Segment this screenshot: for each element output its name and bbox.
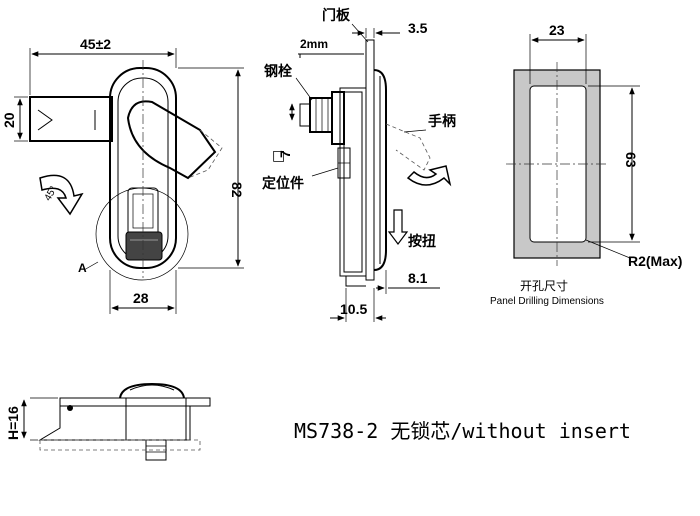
caption-cn: 开孔尺寸 [520, 279, 568, 293]
label-door-panel: 门板 [322, 7, 351, 24]
front-view: A 45° 45±2 20 82 28 [1, 36, 245, 314]
side-view: 门板 3.5 2mm 钢栓 手柄 □ 7 定位件 按扭 8.1 [262, 7, 456, 322]
steel-bolt-side [309, 97, 333, 133]
dim-bottom: 10.5 [340, 301, 367, 317]
rotate-arrow-side-icon [406, 165, 452, 187]
cutout-view: 23 63 R2(Max) 开孔尺寸 Panel Drilling Dimens… [490, 22, 682, 307]
dim-height-left: 20 [1, 112, 17, 128]
door-panel [365, 39, 375, 281]
push-direction-icon [387, 209, 409, 245]
model-title: MS738-2 无锁芯/without insert [294, 419, 631, 443]
dim-width-bottom: 28 [133, 290, 149, 306]
steel-bolt-front [29, 96, 113, 142]
rotate-arrow-icon [39, 174, 84, 216]
dim-thickness: 3.5 [408, 20, 428, 36]
bottom-view: H=16 [5, 382, 211, 461]
dim-panel-offset: 2mm [300, 37, 328, 51]
label-handle: 手柄 [428, 113, 456, 130]
detail-label: A [78, 261, 87, 275]
handle-front [126, 100, 217, 180]
dim-bottom-height: H=16 [5, 406, 21, 440]
push-button-front [125, 231, 163, 261]
dim-width-top: 45±2 [80, 36, 111, 52]
label-steel-bolt: 钢栓 [264, 63, 292, 80]
label-locator: 定位件 [262, 175, 304, 192]
caption-en: Panel Drilling Dimensions [490, 296, 604, 307]
square-symbol-icon: □ [272, 148, 285, 164]
dim-radius: R2(Max) [628, 253, 682, 269]
detail-circle-a [95, 187, 189, 281]
dim-cutout-width: 23 [549, 22, 565, 38]
dim-depth: 8.1 [408, 270, 428, 286]
dim-square: 7 [277, 150, 293, 158]
label-button: 按扭 [408, 233, 436, 250]
dim-height-right: 82 [229, 182, 245, 198]
dim-cutout-height: 63 [623, 152, 639, 168]
